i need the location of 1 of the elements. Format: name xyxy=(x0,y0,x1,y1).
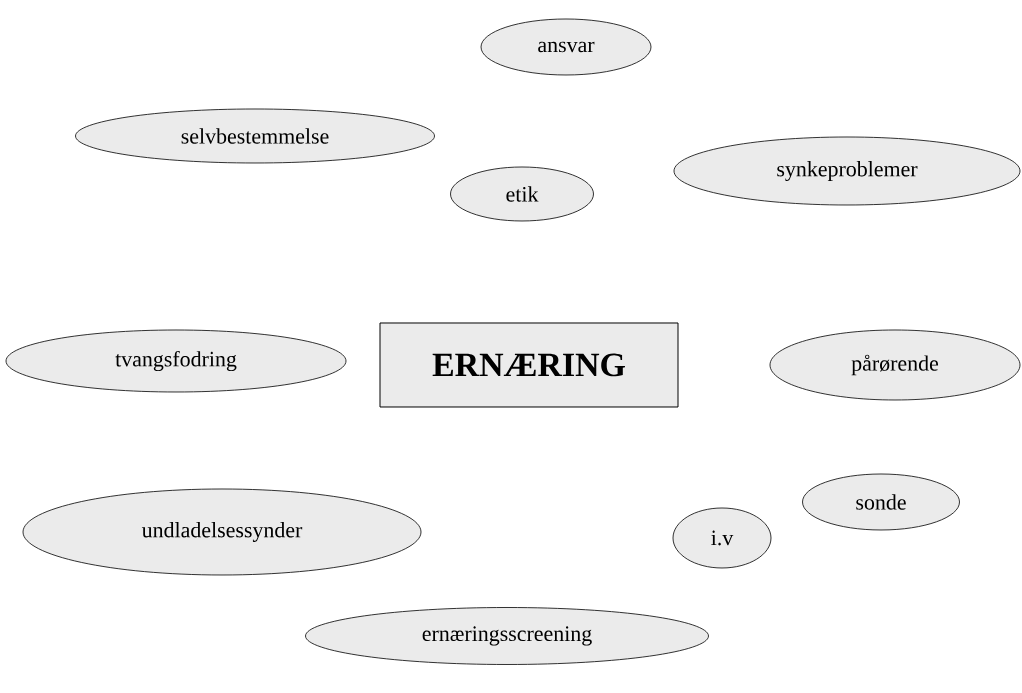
title-box: ERNÆRING xyxy=(379,322,679,408)
